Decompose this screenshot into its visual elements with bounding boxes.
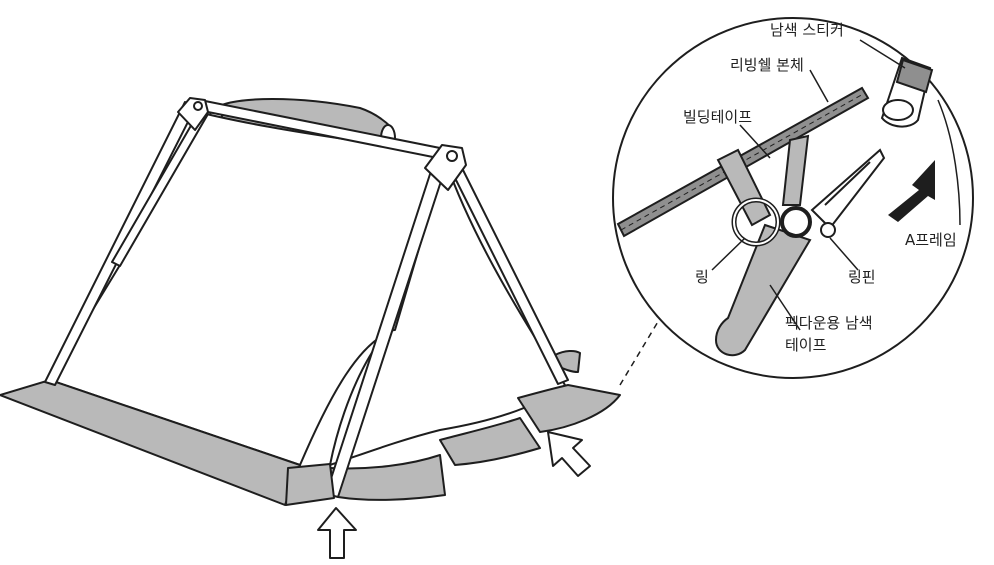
label-living-shell-body: 리빙쉘 본체 xyxy=(730,56,804,74)
blue-sticker-band xyxy=(895,58,934,94)
leader-ring xyxy=(711,237,746,271)
ground-skirt-right xyxy=(517,384,621,433)
ring-2 xyxy=(780,206,812,238)
label-pegging-tape-line2: 테이프 xyxy=(785,336,827,354)
leader-blue-sticker xyxy=(859,39,906,69)
pole-foot-left xyxy=(285,463,335,506)
tent-illustration xyxy=(0,97,621,506)
a-frame-tube-opening xyxy=(882,99,914,121)
label-ring-pin: 링핀 xyxy=(848,268,876,286)
leader-ring-pin xyxy=(829,237,859,271)
label-blue-sticker: 남색 스티커 xyxy=(770,21,844,39)
label-pegging-tape-line1: 펙다운용 남색 xyxy=(785,314,873,332)
leader-building-tape xyxy=(739,124,771,159)
leader-living-shell xyxy=(809,69,829,103)
ring-pin-icon xyxy=(810,148,886,230)
detail-magnifier: 남색 스티커 리빙쉘 본체 빌딩테이프 A프레임 링 링핀 펙다운용 남색 테이… xyxy=(612,17,974,379)
insert-direction-arrow-icon xyxy=(888,160,935,222)
ring-pin-head xyxy=(820,222,836,238)
ground-skirt-front xyxy=(329,454,446,501)
diagonal-arrow-outline-icon xyxy=(547,431,591,477)
building-tape-loop-2 xyxy=(781,134,810,206)
label-building-tape: 빌딩테이프 xyxy=(683,108,752,126)
ground-skirt-front-2 xyxy=(439,417,541,466)
leader-a-frame xyxy=(937,99,961,226)
frame-joint-left-bolt xyxy=(193,101,203,111)
leader-pegging-tape xyxy=(769,284,801,331)
tent-right-panel xyxy=(329,159,566,466)
ring-inner xyxy=(733,199,779,245)
pegging-tape xyxy=(714,223,812,357)
frame-joint-right-bolt xyxy=(446,150,458,162)
label-a-frame: A프레임 xyxy=(905,231,957,249)
up-arrow-outline-icon xyxy=(317,507,357,559)
label-ring: 링 xyxy=(695,268,709,286)
detail-leader-dashed xyxy=(619,309,666,386)
